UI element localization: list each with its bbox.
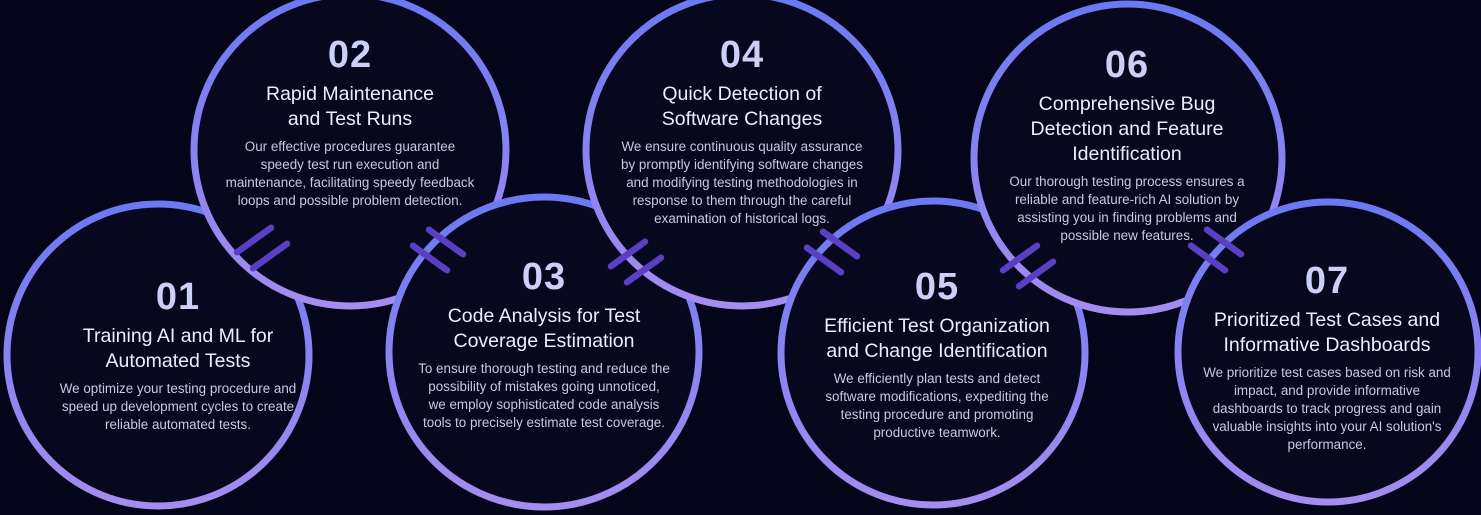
step-02: 02 Rapid Maintenance and Test Runs Our e…	[224, 36, 476, 210]
step-03: 03 Code Analysis for Test Coverage Estim…	[418, 258, 670, 432]
step-number: 03	[521, 256, 567, 298]
double-slash-link-icon	[409, 226, 467, 274]
step-title: Rapid Maintenance and Test Runs	[265, 83, 435, 130]
step-number: 02	[327, 34, 373, 76]
step-number: 07	[1304, 260, 1350, 302]
step-01: 01 Training AI and ML for Automated Test…	[40, 278, 316, 434]
step-number: 04	[719, 34, 765, 76]
step-description: Our thorough testing process ensures a r…	[1009, 174, 1245, 243]
double-slash-link-icon	[607, 238, 665, 286]
step-description: We ensure continuous quality assurance b…	[621, 139, 863, 226]
double-slash-link-icon	[233, 224, 291, 272]
double-slash-link-icon	[999, 242, 1057, 290]
step-05: 05 Efficient Test Organization and Chang…	[806, 268, 1068, 442]
double-slash-link-icon	[1187, 226, 1245, 274]
step-title: Prioritized Test Cases and Informative D…	[1213, 309, 1441, 356]
step-title: Comprehensive Bug Detection and Feature …	[1030, 93, 1224, 165]
step-ring-04	[582, 0, 902, 310]
step-description: To ensure thorough testing and reduce th…	[418, 361, 670, 430]
step-title: Code Analysis for Test Coverage Estimati…	[447, 305, 641, 352]
step-07: 07 Prioritized Test Cases and Informativ…	[1198, 262, 1456, 454]
step-title: Efficient Test Organization and Change I…	[824, 315, 1050, 362]
step-ring-07	[1174, 198, 1481, 506]
step-ring-05	[777, 197, 1089, 509]
step-04: 04 Quick Detection of Software Changes W…	[616, 36, 868, 228]
step-number: 05	[914, 266, 960, 308]
step-title: Quick Detection of Software Changes	[661, 83, 823, 130]
step-description: We optimize your testing procedure and s…	[59, 381, 297, 432]
double-slash-link-icon	[803, 228, 861, 276]
step-06: 06 Comprehensive Bug Detection and Featu…	[998, 46, 1256, 245]
step-description: We prioritize test cases based on risk a…	[1203, 365, 1451, 452]
step-description: Our effective procedures guarantee speed…	[225, 139, 475, 208]
step-number: 01	[155, 276, 201, 318]
step-title: Training AI and ML for Automated Tests	[82, 325, 274, 372]
step-description: We efficiently plan tests and detect sof…	[825, 371, 1049, 440]
step-number: 06	[1104, 44, 1150, 86]
step-ring-03	[385, 193, 703, 511]
step-ring-01	[3, 200, 313, 510]
step-ring-06	[970, 0, 1286, 316]
